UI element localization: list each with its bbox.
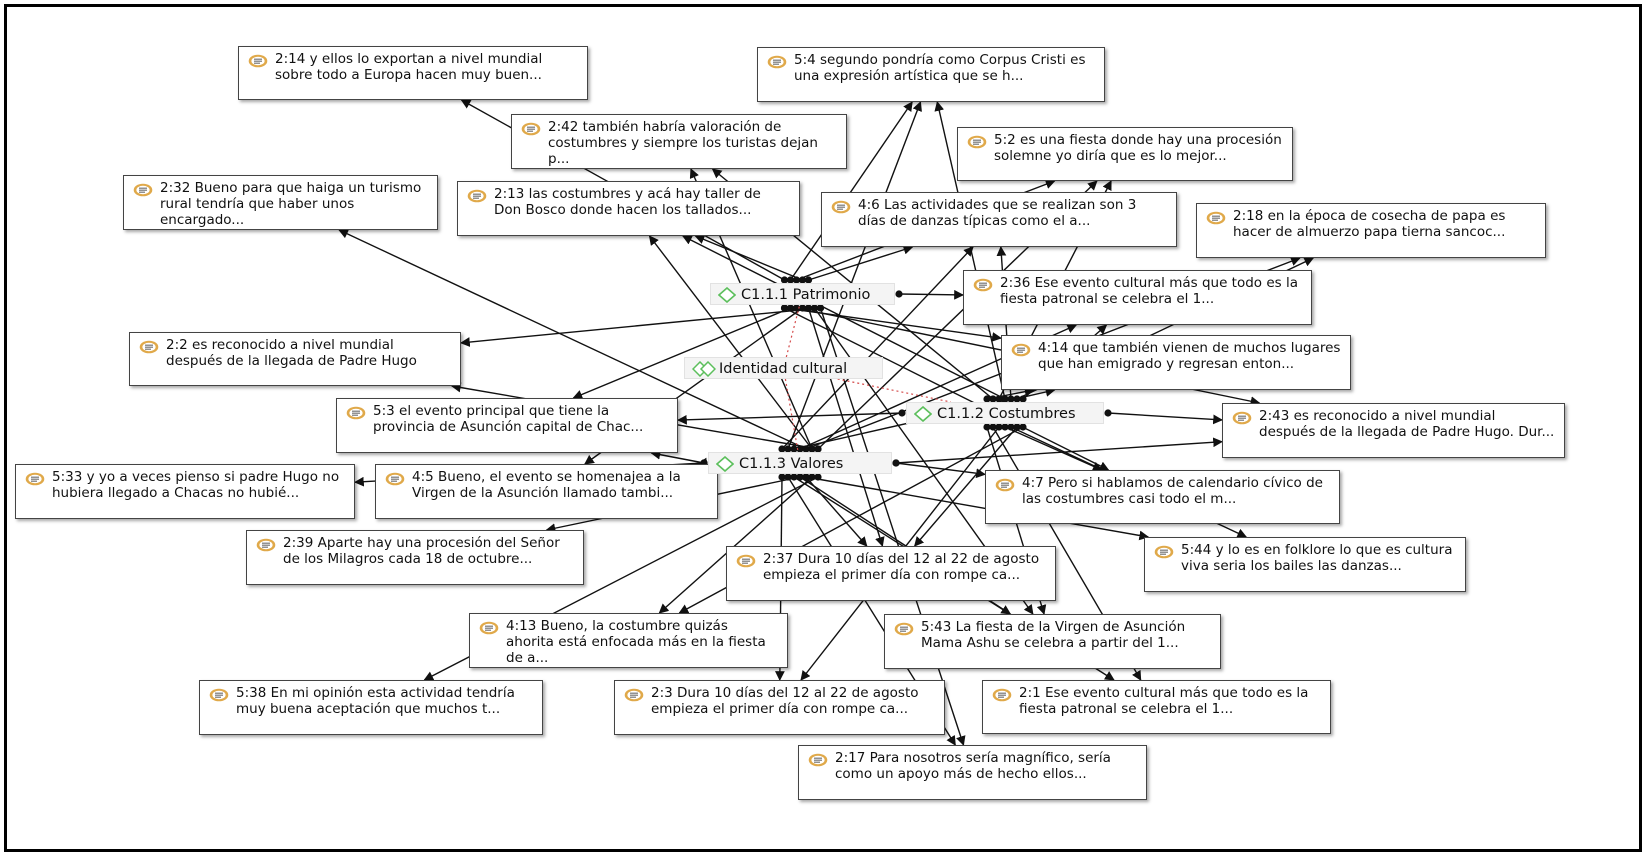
code-label: C1.1.3 Valores	[739, 456, 844, 472]
quotation-text: 4:7 Pero si hablamos de calendario cívic…	[1022, 475, 1323, 507]
quotation-node-q5-43[interactable]: 5:43 La fiesta de la Virgen de Asunción …	[884, 614, 1221, 669]
quotation-text: 2:2 es reconocido a nivel mundial despué…	[166, 337, 417, 369]
quotation-text: 2:14 y ellos lo exportan a nivel mundial…	[275, 51, 543, 83]
quotation-node-q5-2[interactable]: 5:2 es una fiesta donde hay una procesió…	[957, 127, 1293, 181]
quotation-text: 2:13 las costumbres y acá hay taller de …	[494, 186, 761, 218]
quotation-node-q2-1[interactable]: 2:1 Ese evento cultural más que todo es …	[982, 680, 1331, 734]
quotation-node-q5-38[interactable]: 5:38 En mi opinión esta actividad tendrí…	[199, 680, 543, 735]
quotation-node-q5-33[interactable]: 5:33 y yo a veces pienso si padre Hugo n…	[15, 464, 355, 519]
quotation-text: 5:2 es una fiesta donde hay una procesió…	[994, 132, 1282, 164]
code-node-costumbres[interactable]: C1.1.2 Costumbres	[906, 402, 1104, 424]
quotation-text: 4:6 Las actividades que se realizan son …	[858, 197, 1137, 229]
quotation-text: 5:43 La fiesta de la Virgen de Asunción …	[921, 619, 1186, 651]
quotation-node-q2-42[interactable]: 2:42 también habría valoración de costum…	[511, 114, 847, 169]
quotation-node-q4-5[interactable]: 4:5 Bueno, el evento se homenajea a la V…	[375, 464, 718, 519]
code-node-identidad[interactable]: Identidad cultural	[684, 357, 883, 379]
quotation-text: 2:36 Ese evento cultural más que todo es…	[1000, 275, 1299, 307]
quotation-text: 5:3 el evento principal que tiene la pro…	[373, 403, 644, 435]
quotation-node-q2-43[interactable]: 2:43 es reconocido a nivel mundial despu…	[1222, 403, 1565, 458]
quotation-text: 2:17 Para nosotros sería magnífico, serí…	[835, 750, 1111, 782]
quotation-node-q4-14[interactable]: 4:14 que también vienen de muchos lugare…	[1001, 335, 1351, 390]
quotation-text: 4:14 que también vienen de muchos lugare…	[1038, 340, 1341, 372]
quotation-text: 5:44 y lo es en folklore lo que es cultu…	[1181, 542, 1453, 574]
quotation-node-q2-2[interactable]: 2:2 es reconocido a nivel mundial despué…	[129, 332, 461, 386]
quotation-text: 2:1 Ese evento cultural más que todo es …	[1019, 685, 1309, 717]
quotation-text: 2:3 Dura 10 días del 12 al 22 de agosto …	[651, 685, 919, 717]
quotation-node-q4-6[interactable]: 4:6 Las actividades que se realizan son …	[821, 192, 1177, 247]
quotation-node-q2-14[interactable]: 2:14 y ellos lo exportan a nivel mundial…	[238, 46, 588, 100]
quotation-text: 4:5 Bueno, el evento se homenajea a la V…	[412, 469, 681, 501]
quotation-text: 2:32 Bueno para que haiga un turismo rur…	[160, 180, 422, 228]
quotation-node-q5-44[interactable]: 5:44 y lo es en folklore lo que es cultu…	[1144, 537, 1466, 592]
quotation-node-q5-4[interactable]: 5:4 segundo pondría como Corpus Cristi e…	[757, 47, 1105, 102]
quotation-node-q2-3[interactable]: 2:3 Dura 10 días del 12 al 22 de agosto …	[614, 680, 945, 735]
quotation-text: 4:13 Bueno, la costumbre quizás ahorita …	[506, 618, 766, 666]
quotation-node-q2-32[interactable]: 2:32 Bueno para que haiga un turismo rur…	[123, 175, 438, 230]
quotation-node-q2-37[interactable]: 2:37 Dura 10 días del 12 al 22 de agosto…	[726, 546, 1056, 601]
quotation-node-q4-13[interactable]: 4:13 Bueno, la costumbre quizás ahorita …	[469, 613, 788, 668]
quotation-text: 2:43 es reconocido a nivel mundial despu…	[1259, 408, 1555, 440]
code-label: Identidad cultural	[719, 361, 848, 377]
quotation-text: 2:42 también habría valoración de costum…	[548, 119, 818, 167]
code-label: C1.1.1 Patrimonio	[741, 287, 871, 303]
quotation-node-q5-3[interactable]: 5:3 el evento principal que tiene la pro…	[336, 398, 678, 453]
quotation-text: 5:38 En mi opinión esta actividad tendrí…	[236, 685, 515, 717]
quotation-node-q2-17[interactable]: 2:17 Para nosotros sería magnífico, serí…	[798, 745, 1147, 800]
quotation-node-q2-13[interactable]: 2:13 las costumbres y acá hay taller de …	[457, 181, 800, 236]
quotation-text: 5:33 y yo a veces pienso si padre Hugo n…	[52, 469, 340, 501]
code-node-valores[interactable]: C1.1.3 Valores	[708, 452, 892, 474]
quotation-text: 2:37 Dura 10 días del 12 al 22 de agosto…	[763, 551, 1040, 583]
code-label: C1.1.2 Costumbres	[937, 406, 1076, 422]
quotation-text: 2:39 Aparte hay una procesión del Señor …	[283, 535, 560, 567]
quotation-node-q2-36[interactable]: 2:36 Ese evento cultural más que todo es…	[963, 270, 1312, 325]
quotation-text: 2:18 en la época de cosecha de papa es h…	[1233, 208, 1506, 240]
quotation-node-q4-7[interactable]: 4:7 Pero si hablamos de calendario cívic…	[985, 470, 1340, 524]
quotation-node-q2-18[interactable]: 2:18 en la época de cosecha de papa es h…	[1196, 203, 1546, 258]
code-node-patrimonio[interactable]: C1.1.1 Patrimonio	[710, 283, 895, 305]
quotation-node-q2-39[interactable]: 2:39 Aparte hay una procesión del Señor …	[246, 530, 584, 585]
quotation-text: 5:4 segundo pondría como Corpus Cristi e…	[794, 52, 1086, 84]
